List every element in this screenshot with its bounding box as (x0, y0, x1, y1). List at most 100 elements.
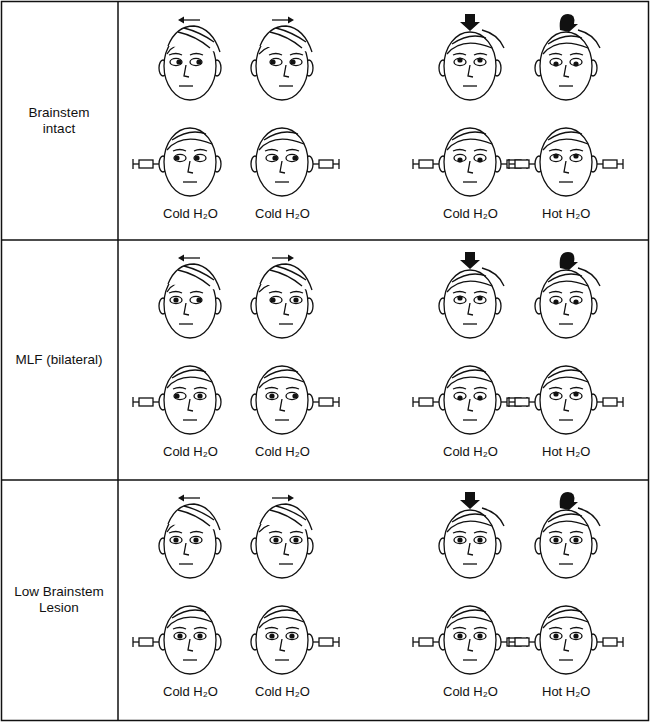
mouth (463, 419, 477, 420)
hair-line (447, 281, 492, 292)
syringe-tip (597, 641, 603, 642)
eyebrow (549, 388, 562, 390)
pupil (573, 391, 578, 396)
syringe-plunger (132, 159, 133, 169)
hair-line (259, 617, 304, 628)
head-outline (444, 32, 496, 100)
pupil (193, 537, 198, 542)
eyebrow (169, 532, 182, 534)
pupil (457, 295, 462, 300)
eye (570, 154, 582, 161)
hair-line (548, 610, 582, 618)
eyebrow (453, 532, 466, 534)
syringe-plunger (333, 163, 339, 164)
syringe-barrel (139, 160, 153, 168)
hair-line (447, 43, 492, 54)
eye (290, 536, 302, 543)
pupil (197, 633, 202, 638)
nose (184, 65, 189, 77)
pupil (194, 155, 199, 160)
mouth (559, 659, 573, 660)
syringe-plunger (132, 397, 133, 407)
pupil (553, 633, 558, 638)
arrow-head (178, 17, 184, 24)
nose (184, 303, 189, 315)
nose (564, 161, 569, 173)
pupil (292, 155, 297, 160)
arrow-head (178, 255, 184, 262)
eyebrow (453, 388, 466, 390)
mouth (559, 419, 573, 420)
pupil (293, 297, 298, 302)
mouth (179, 85, 193, 86)
hair-line (543, 377, 588, 388)
pupil (573, 153, 578, 158)
mouth (559, 563, 573, 564)
syringe-plunger (412, 397, 413, 407)
eyebrow (474, 54, 487, 56)
eye (550, 536, 562, 543)
eye (194, 154, 206, 161)
hand (578, 268, 600, 286)
eye (454, 536, 466, 543)
syringe-barrel (603, 638, 617, 646)
eye (174, 632, 186, 639)
nose (280, 399, 285, 411)
syringe-plunger (509, 401, 515, 402)
eyebrow (190, 532, 203, 534)
hair-line (264, 610, 298, 618)
pupil (292, 393, 297, 398)
pupil (176, 59, 181, 64)
eyebrow (549, 54, 562, 56)
head-outline (540, 606, 592, 674)
eye (194, 392, 206, 399)
syringe-plunger (509, 641, 515, 642)
pupil (573, 633, 578, 638)
syringe-plunger (413, 641, 419, 642)
pupil (293, 537, 298, 542)
eye (190, 58, 202, 65)
pupil (457, 395, 462, 400)
hand (482, 30, 504, 48)
nose (284, 303, 289, 315)
syringe-plunger (622, 159, 623, 169)
arrow-head (288, 495, 294, 502)
head-outline (540, 510, 592, 578)
pupil (196, 297, 201, 302)
eye (550, 392, 562, 399)
hair-line (447, 377, 492, 388)
test-caption: Cold H₂O (253, 684, 312, 700)
eyebrow (549, 292, 562, 294)
mouth (183, 181, 197, 182)
syringe-plunger (333, 641, 339, 642)
eyebrow (453, 628, 466, 630)
syringe-tip (433, 401, 439, 402)
pupil (173, 537, 178, 542)
eye (266, 392, 278, 399)
eyebrow (474, 532, 487, 534)
eyebrow (453, 150, 466, 152)
eye (190, 536, 202, 543)
extend-arrow (560, 252, 578, 270)
eyebrow (570, 292, 583, 294)
head-outline (540, 270, 592, 338)
hand (482, 508, 504, 526)
row-label: Brainstem intact (11, 105, 107, 137)
syringe-plunger (617, 401, 623, 402)
syringe-tip (153, 401, 159, 402)
eyebrow (173, 628, 186, 630)
pupil (174, 155, 179, 160)
eye (266, 632, 278, 639)
pupil (477, 633, 482, 638)
mouth (463, 323, 477, 324)
eye (474, 58, 486, 65)
head-outline (164, 606, 216, 674)
pupil (477, 537, 482, 542)
syringe-plunger (509, 163, 515, 164)
nose (468, 65, 473, 77)
nose (564, 65, 569, 77)
finger-line (270, 270, 302, 286)
nose (280, 639, 285, 651)
finger-line (184, 266, 214, 280)
head-outline (164, 128, 216, 196)
